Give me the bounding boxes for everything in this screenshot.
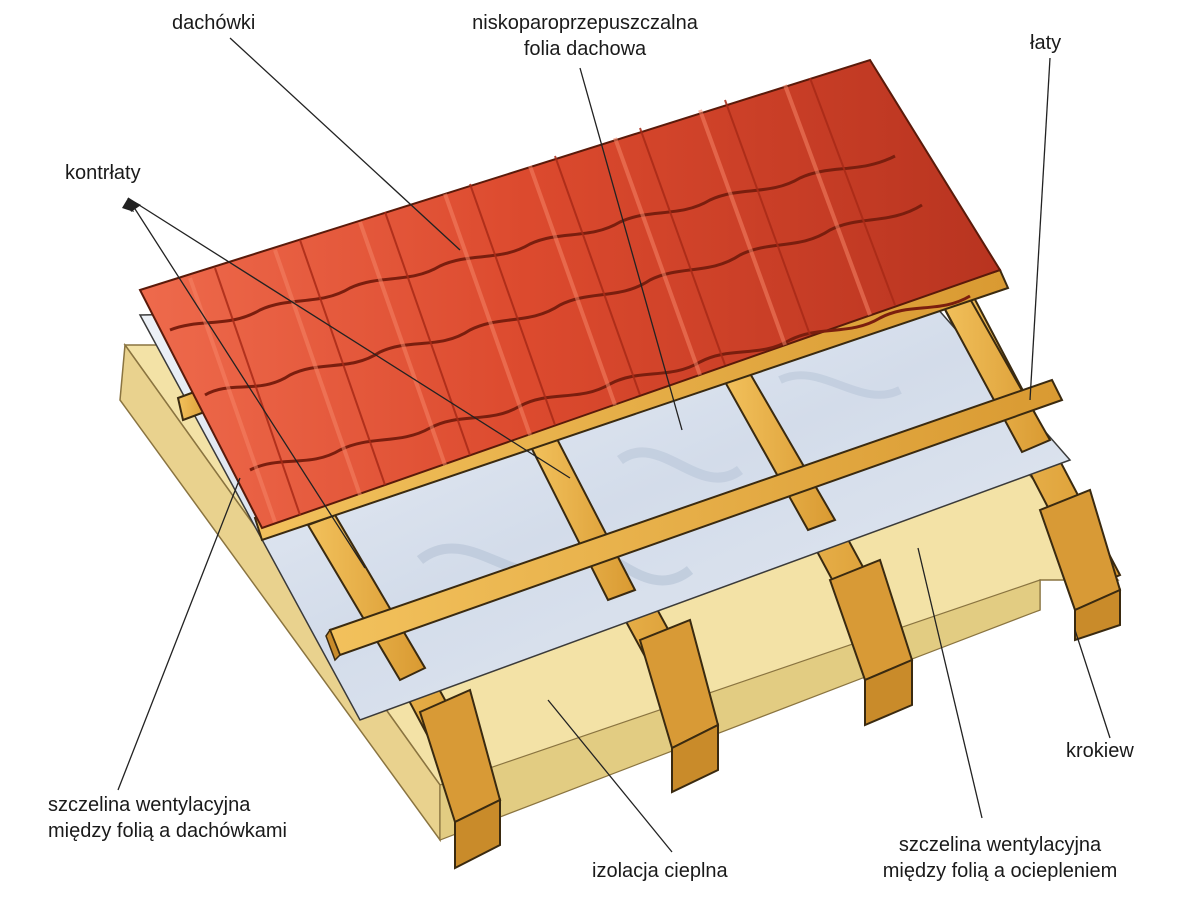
label-szczelina-prawa: szczelina wentylacyjna między folią a oc…	[850, 832, 1150, 884]
leader-krokiew	[1074, 629, 1111, 739]
leader-kontrlaty-1	[127, 197, 366, 569]
label-szczelina-prawa-line1: szczelina wentylacyjna	[898, 834, 1102, 856]
leader-izolacja	[547, 699, 673, 853]
roof-tiles	[138, 58, 1002, 530]
leader-szczelina-lewa	[117, 477, 241, 791]
label-folia: niskoparoprzepuszczalna folia dachowa	[440, 10, 730, 62]
label-izolacja: izolacja cieplna	[592, 860, 728, 882]
label-szczelina-lewa-line2: między folią a dachówkami	[48, 820, 287, 842]
label-szczelina-lewa-line1: szczelina wentylacyjna	[48, 794, 251, 816]
leader-dachowki	[229, 37, 461, 251]
leader-szczelina-prawa	[917, 547, 983, 819]
label-krokiew: krokiew	[1066, 740, 1134, 762]
leader-lines	[117, 37, 1111, 853]
kontrlaty-arrowheads	[122, 198, 141, 212]
leader-folia	[579, 67, 683, 431]
leader-kontrlaty-2	[127, 197, 571, 479]
leader-laty	[1029, 57, 1051, 401]
label-szczelina-prawa-line2: między folią a ociepleniem	[882, 860, 1118, 882]
label-folia-line2: folia dachowa	[523, 38, 647, 60]
label-laty: łaty	[1030, 32, 1062, 54]
label-dachowki: dachówki	[172, 12, 256, 34]
label-folia-line1: niskoparoprzepuszczalna	[472, 12, 698, 34]
label-kontrlaty: kontrłaty	[65, 162, 141, 184]
label-szczelina-lewa: szczelina wentylacyjna między folią a da…	[48, 792, 287, 844]
